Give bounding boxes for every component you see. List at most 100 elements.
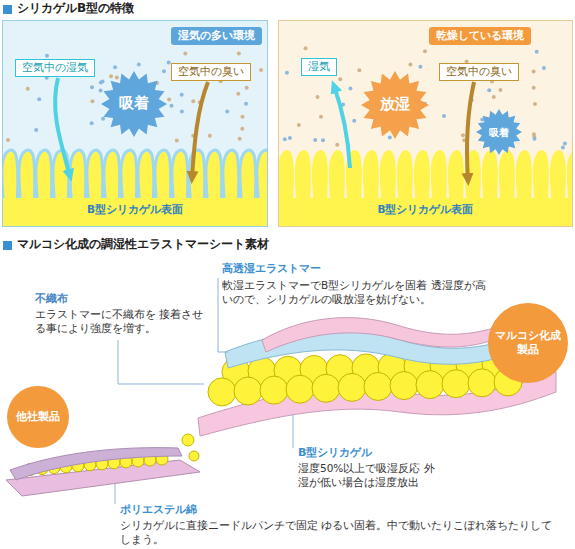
silica-ball	[234, 377, 262, 405]
particle-dot	[498, 88, 502, 92]
leader-line	[293, 414, 294, 448]
particle-dot	[285, 71, 289, 75]
particle-dot	[245, 86, 249, 90]
particle-dot	[563, 141, 567, 145]
particle-dot	[319, 115, 323, 119]
callout-heading: 高透湿エラストマー	[222, 262, 321, 276]
particle-dot	[113, 65, 117, 69]
particle-dot	[45, 54, 49, 58]
section-heading: マルコシ化成の調湿性エラストマーシート素材	[17, 237, 269, 253]
heading-square	[3, 241, 12, 250]
product-badge: 他社製品	[7, 386, 69, 448]
panel-ground	[2, 20, 268, 227]
surface-base	[279, 198, 572, 226]
particle-dot	[137, 63, 141, 67]
polyester-sheet	[10, 448, 182, 480]
callout-heading: B型シリカゲル	[298, 446, 372, 460]
particle-dot	[191, 99, 195, 103]
silica-ball	[260, 376, 288, 404]
particle-dot	[352, 119, 356, 123]
particle-dot	[335, 143, 339, 147]
particle-dot	[244, 102, 248, 106]
silica-balls	[208, 368, 522, 406]
loose-ball	[189, 451, 199, 461]
source-label: 空気中の臭い	[439, 63, 519, 81]
particle-dot	[6, 138, 10, 142]
loose-ball	[182, 434, 194, 446]
particle-dot	[90, 85, 94, 89]
particle-dot	[208, 134, 212, 138]
odor-arrow	[192, 82, 208, 178]
particle-dot	[99, 80, 103, 84]
node-text: 空気中の臭い	[446, 65, 512, 79]
particle-dot	[304, 46, 308, 50]
particle-dot	[561, 145, 565, 149]
particle-dot	[442, 114, 446, 118]
silica-surface	[279, 150, 572, 226]
particle-dot	[408, 63, 412, 67]
particle-dot	[225, 110, 229, 114]
surface-caption: B型シリカゲル表面	[84, 203, 186, 217]
node-text: 空気中の湿気	[22, 61, 88, 75]
leader-line	[115, 484, 116, 504]
particle-dot	[313, 138, 317, 142]
particle-dot	[90, 121, 94, 125]
particle-dot	[542, 66, 546, 70]
particle-dot	[236, 92, 240, 96]
product-badge: マルコシ化成 製品	[488, 303, 568, 383]
particle-dot	[532, 86, 536, 90]
particle-dot	[26, 87, 30, 91]
silica-ball	[312, 374, 340, 402]
environment-panel: B型シリカゲル表面乾燥している環境湿気放湿空気中の臭い吸着	[278, 20, 573, 227]
silica-ball	[286, 375, 314, 403]
panel-ground	[278, 20, 573, 227]
particle-dot	[297, 123, 301, 127]
particle-dot	[183, 51, 187, 55]
silica-ball	[416, 371, 444, 399]
particle-dot	[423, 49, 427, 53]
particle-dot	[115, 75, 119, 79]
burst-shape	[361, 71, 429, 139]
burst-shape	[476, 109, 522, 155]
burst-shape	[101, 71, 167, 137]
particle-dot	[487, 88, 491, 92]
node-text: 湿気	[308, 60, 330, 74]
particle-dot	[175, 138, 179, 142]
particle-dot	[238, 137, 242, 141]
heading-square	[3, 5, 12, 14]
particle-dot	[348, 86, 352, 90]
particle-dot	[237, 51, 241, 55]
action-burst: 放湿	[359, 71, 431, 139]
particle-dot	[99, 88, 103, 92]
callout-heading: 不織布	[35, 292, 68, 306]
particle-dot	[37, 97, 41, 101]
particle-dot	[492, 95, 496, 99]
callout-body: 湿度50%以上で吸湿反応 外湿が低い場合は湿度放出	[298, 462, 438, 489]
silica-ball	[468, 369, 496, 397]
particle-dot	[101, 117, 105, 121]
particle-dot	[388, 135, 392, 139]
condition-tag: 乾燥している環境	[429, 27, 531, 45]
particle-dot	[532, 70, 536, 74]
particle-dot	[180, 93, 184, 97]
silica-ball	[208, 378, 236, 406]
node-text: 他社製品	[16, 410, 60, 424]
particle-dot	[170, 104, 174, 108]
moisture-arrow	[334, 86, 350, 168]
source-label: 湿気	[301, 58, 337, 76]
particle-dot	[259, 68, 263, 72]
particle-dot	[532, 132, 536, 136]
particle-dot	[167, 98, 171, 102]
particle-dot	[315, 95, 319, 99]
particle-dot	[461, 133, 465, 137]
callout-body: シリカゲルに直接ニードルパンチで固定 ゆるい固着。中で動いたりこぼれ落ちたりして…	[120, 519, 560, 546]
node-text: 吸着	[119, 94, 149, 114]
section-heading: シリカゲルB型の特徴	[17, 1, 134, 17]
silica-ball	[338, 373, 366, 401]
silica-ball	[364, 372, 392, 400]
particle-dot	[418, 65, 422, 69]
particle-dot	[90, 99, 94, 103]
node-text: 湿気の多い環境	[178, 29, 255, 43]
particle-dot	[180, 110, 184, 114]
